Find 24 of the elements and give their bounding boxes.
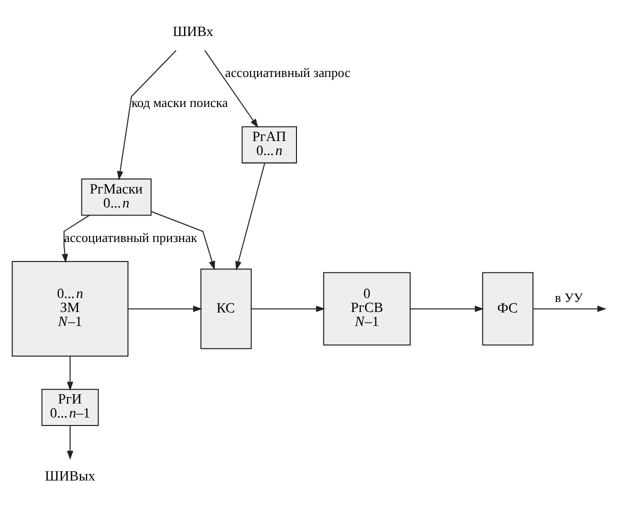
- arrow: [62, 214, 90, 264]
- node-box: ФС: [482, 272, 534, 346]
- arrow: [66, 426, 74, 460]
- edge-label: ассоциативный запрос: [225, 64, 350, 80]
- node-text: ШИВх: [172, 24, 214, 40]
- arrow: [151, 211, 216, 270]
- edge-label: ассоциативный признак: [64, 230, 198, 245]
- edge-label: код маски поиска: [131, 94, 228, 110]
- arrow: [66, 356, 74, 391]
- node-box: КС: [200, 268, 252, 350]
- arrow: [204, 50, 258, 128]
- arrow: [410, 306, 484, 312]
- node-box: РгАП 0...n: [242, 126, 297, 164]
- node-box: РгИ 0...n–1: [41, 388, 99, 426]
- node-box: РгМаски 0...n: [81, 178, 152, 216]
- node-box: 0 РгСВ N–1: [323, 272, 411, 346]
- node-text: ШИВых: [44, 468, 96, 485]
- arrow: [128, 306, 202, 312]
- arrow: [533, 306, 606, 312]
- arrow: [117, 50, 176, 180]
- node-box: 0...n ЗМ N–1: [12, 261, 128, 357]
- arrow: [235, 163, 266, 270]
- arrow: [251, 306, 326, 312]
- edge-label: в УУ: [554, 290, 583, 306]
